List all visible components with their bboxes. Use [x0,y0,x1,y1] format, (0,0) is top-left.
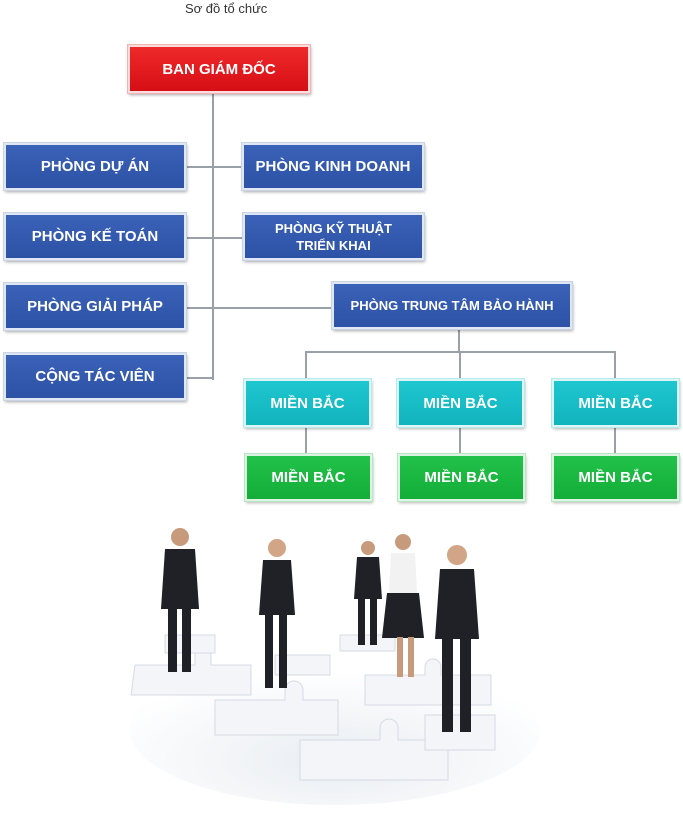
region-box-teal-3: MIỀN BẮC [552,379,679,427]
region-box-teal-2: MIỀN BẮC [397,379,524,427]
team-illustration [130,528,540,805]
connector-right-2 [214,237,243,239]
project-department-box: PHÒNG DỰ ÁN [4,143,186,190]
region-box-green-2: MIỀN BẮC [398,454,525,501]
technical-department-line2: TRIỂN KHAI [296,237,371,253]
connector-left-4 [185,377,214,379]
connector-region-3-sub [614,427,616,454]
person-2 [259,539,295,688]
connector-right-3 [214,307,332,309]
connector-left-1 [185,166,212,168]
diagram-caption: Sơ đồ tổ chức [185,1,268,16]
technical-department-line1: PHÒNG KỸ THUẬT [275,220,392,236]
person-1 [161,528,199,672]
business-department-box: PHÒNG KINH DOANH [242,143,424,190]
region-box-teal-1: MIỀN BẮC [244,379,371,427]
board-of-directors-box: BAN GIÁM ĐỐC [128,45,310,93]
connector-region-1-down [305,351,307,379]
region-box-green-3: MIỀN BẮC [552,454,679,501]
connector-main-vertical [212,92,214,380]
warranty-center-box: PHÒNG TRUNG TÂM BẢO HÀNH [332,282,572,329]
solutions-department-box: PHÒNG GIẢI PHÁP [4,283,186,330]
person-5 [435,545,479,732]
person-4 [382,534,424,677]
person-3 [354,541,382,645]
collaborators-box: CỘNG TÁC VIÊN [4,353,186,400]
connector-region-2-down [459,351,461,379]
accounting-department-box: PHÒNG KẾ TOÁN [4,213,186,260]
connector-warranty-down [458,328,460,352]
region-box-green-1: MIỀN BẮC [245,454,372,501]
connector-left-2 [185,237,212,239]
connector-region-2-sub [459,427,461,454]
connector-right-1 [214,166,242,168]
connector-region-1-sub [305,427,307,454]
connector-region-3-down [614,351,616,379]
connector-left-3 [185,307,212,309]
technical-department-box: PHÒNG KỸ THUẬT TRIỂN KHAI [243,213,424,260]
